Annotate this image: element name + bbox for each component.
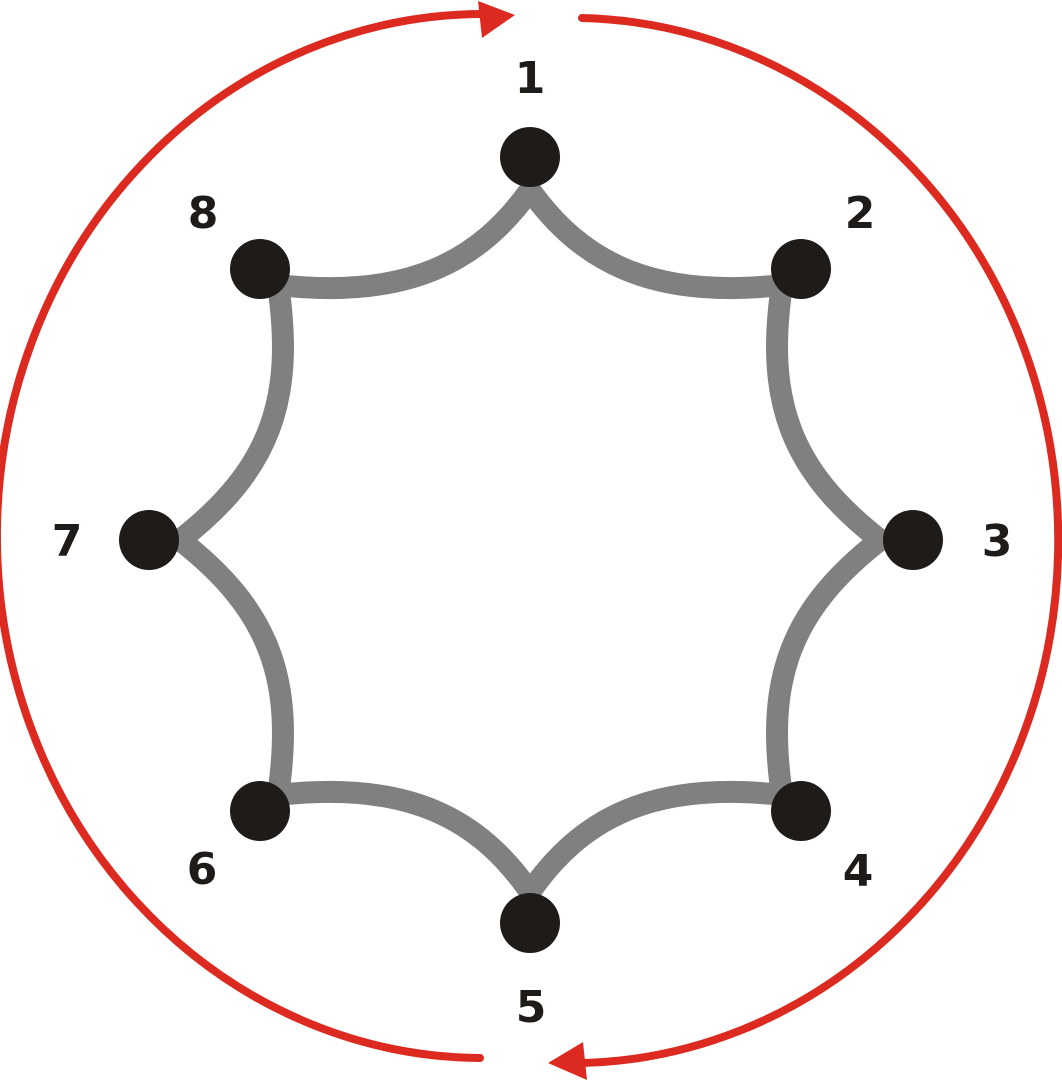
rotation-arrow-right — [556, 14, 1062, 1068]
node-4 — [771, 781, 831, 841]
node-label-5: 5 — [516, 982, 547, 1033]
node-7 — [119, 510, 179, 570]
node-label-1: 1 — [515, 53, 546, 104]
node-label-2: 2 — [845, 188, 876, 239]
node-8 — [230, 239, 290, 299]
node-label-4: 4 — [843, 846, 874, 897]
edge-3-4 — [766, 529, 891, 806]
node-2 — [771, 239, 831, 299]
node-label-7: 7 — [52, 516, 83, 567]
edge-8-1 — [267, 179, 541, 300]
node-label-6: 6 — [187, 844, 218, 895]
node-1 — [500, 127, 560, 187]
arrowhead-bottom-icon — [548, 1042, 587, 1080]
arrowhead-top-icon — [478, 1, 515, 38]
node-label-8: 8 — [188, 188, 219, 239]
edges — [169, 179, 891, 903]
node-label-3: 3 — [982, 516, 1013, 567]
edge-4-5 — [519, 780, 793, 903]
edge-1-2 — [519, 179, 793, 300]
edge-7-8 — [169, 274, 294, 551]
edge-6-7 — [169, 529, 294, 806]
rotation-arrow-left — [0, 9, 491, 1062]
node-3 — [883, 510, 943, 570]
node-5 — [500, 893, 560, 953]
edge-5-6 — [267, 780, 541, 903]
node-6 — [230, 781, 290, 841]
nodes — [119, 127, 943, 953]
edge-2-3 — [766, 274, 891, 551]
node-labels: 1 2 3 4 5 6 7 8 — [52, 53, 1013, 1033]
